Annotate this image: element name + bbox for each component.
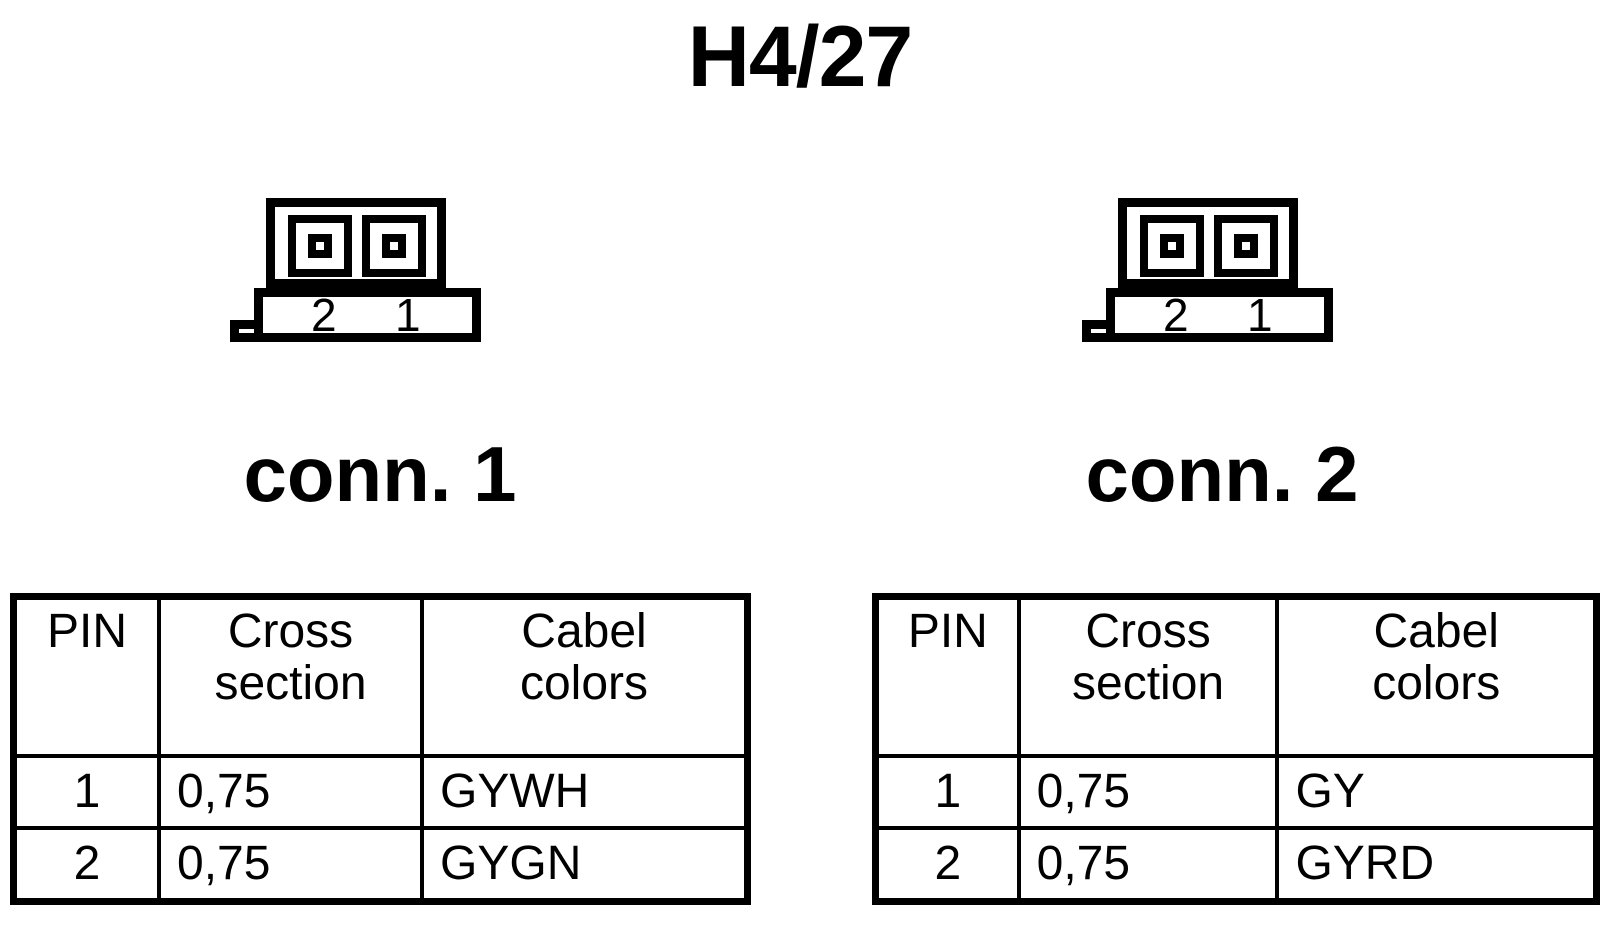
- table-row: 2 0,75 GYRD: [873, 826, 1599, 904]
- connector-pin-number-1: 1: [395, 289, 421, 341]
- column-header-cabel-colors: Cabel colors: [1275, 594, 1599, 758]
- table-row: 1 0,75 GYWH: [11, 754, 750, 830]
- column-header-cabel-colors-line2: colors: [1372, 657, 1501, 710]
- column-header-pin: PIN: [873, 594, 1021, 758]
- column-header-cross-section-line1: Cross: [1085, 605, 1211, 658]
- connector-symbol-1: 2 1: [228, 190, 488, 350]
- cell-cabel-colors: GYGN: [420, 826, 750, 904]
- cell-pin: 2: [11, 826, 161, 904]
- pin-table-conn-1: PIN Cross section Cabel colors 1 0,75 GY…: [10, 593, 751, 905]
- connector-housing-upper-1: [266, 198, 446, 288]
- cell-cross-section: 0,75: [1016, 826, 1280, 904]
- cell-pin: 2: [873, 826, 1021, 904]
- connector-slot-1-icon: [1214, 215, 1278, 277]
- connector-pin-number-2: 2: [1163, 289, 1189, 341]
- connector-symbol-2: 2 1: [1080, 190, 1340, 350]
- column-header-cabel-colors-line1: Cabel: [1373, 605, 1499, 658]
- connector-slot-2-inner-icon: [1160, 234, 1184, 258]
- connector-caption-1: conn. 1: [243, 430, 517, 518]
- connector-housing-upper-2: [1118, 198, 1298, 288]
- column-header-cross-section-line2: section: [214, 657, 367, 710]
- connector-slot-1-inner-icon: [382, 234, 406, 258]
- column-header-cross-section: Cross section: [1016, 594, 1280, 758]
- column-header-cabel-colors-line1: Cabel: [521, 605, 647, 658]
- connector-slot-1-icon: [362, 215, 426, 277]
- cell-cross-section: 0,75: [157, 826, 424, 904]
- cell-cross-section: 0,75: [1016, 754, 1280, 830]
- connector-pin-label-box-2: 2 1: [1106, 288, 1333, 342]
- connector-slot-2-icon: [1140, 215, 1204, 277]
- column-header-cross-section-line1: Cross: [227, 605, 354, 658]
- connector-pin-number-2: 2: [311, 289, 337, 341]
- connector-slot-2-inner-icon: [308, 234, 332, 258]
- cell-cabel-colors: GYRD: [1275, 826, 1599, 904]
- column-header-cross-section-line2: section: [1072, 657, 1225, 710]
- table-row: 2 0,75 GYGN: [11, 826, 750, 904]
- column-header-cross-section: Cross section: [157, 594, 424, 758]
- connector-caption-2: conn. 2: [1085, 430, 1359, 518]
- table-header-row: PIN Cross section Cabel colors: [873, 594, 1599, 758]
- cell-cabel-colors: GYWH: [420, 754, 750, 830]
- cell-pin: 1: [873, 754, 1021, 830]
- pin-table-conn-2: PIN Cross section Cabel colors 1 0,75 GY…: [872, 593, 1600, 905]
- connector-pin-label-box-1: 2 1: [254, 288, 481, 342]
- cell-cabel-colors: GY: [1275, 754, 1599, 830]
- column-header-cabel-colors: Cabel colors: [420, 594, 750, 758]
- table-row: 1 0,75 GY: [873, 754, 1599, 830]
- connector-slot-1-inner-icon: [1234, 234, 1258, 258]
- page-title: H4/27: [687, 9, 914, 105]
- connector-slot-2-icon: [288, 215, 352, 277]
- table-header-row: PIN Cross section Cabel colors: [11, 594, 750, 758]
- cell-pin: 1: [11, 754, 161, 830]
- column-header-cabel-colors-line2: colors: [519, 657, 649, 710]
- connector-pin-number-1: 1: [1247, 289, 1273, 341]
- cell-cross-section: 0,75: [157, 754, 424, 830]
- column-header-pin: PIN: [11, 594, 161, 758]
